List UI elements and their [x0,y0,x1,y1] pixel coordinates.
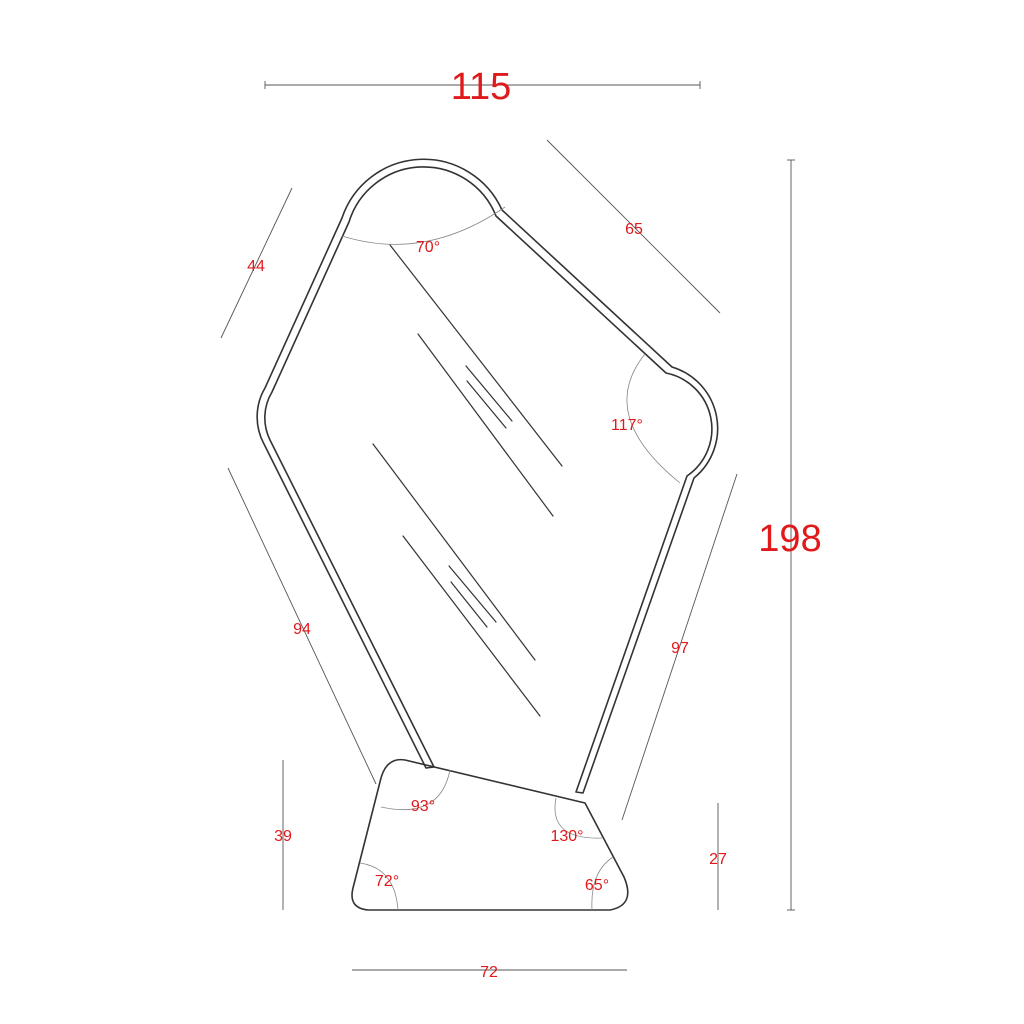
top-right-edge-label: 65 [625,221,643,238]
angle-arc-base-bottom-right [591,856,614,911]
reflection-line [465,365,513,422]
angle-base-top-left-label: 93° [411,798,435,815]
dimension-lines [220,81,795,971]
right-side-line [621,473,738,821]
angle-base-bottom-right-label: 65° [585,877,609,894]
angle-arcs [341,206,681,911]
base-right-height-label: 27 [709,851,727,868]
angle-arc-top [341,206,506,245]
overall-height-label: 198 [758,518,821,560]
reflection-line [448,565,497,623]
top-left-edge-line [220,187,293,339]
angle-arc-base-top-left [380,769,451,811]
angle-arc-base-top-right [554,797,603,839]
angle-arc-base-bottom-left [359,862,399,911]
reflection-line [450,581,488,628]
angle-top-label: 70° [416,239,440,256]
angle-arc-right [626,353,681,484]
right-side-label: 97 [671,640,689,657]
reflection-line [372,443,536,661]
reflection-line [466,380,507,429]
reflection-line [417,333,554,517]
reflection-line [389,244,563,467]
mirror-frame [256,158,719,794]
dimension-labels: 115 198 44 65 94 97 39 27 72 [247,66,822,981]
mirror-base [351,758,629,911]
left-side-label: 94 [293,621,311,638]
mirror-base-outline [351,758,629,911]
glass-reflections [372,244,563,717]
angle-base-bottom-left-label: 72° [375,873,399,890]
base-width-label: 72 [480,964,498,981]
angle-right-label: 117° [611,417,643,434]
angle-base-top-right-label: 130° [550,828,583,845]
reflection-line [402,535,541,717]
top-right-edge-line [546,139,721,314]
base-left-height-label: 39 [274,828,292,845]
top-left-edge-label: 44 [247,258,265,275]
mirror-frame-outer [256,158,719,794]
left-side-line [227,467,377,785]
overall-width-label: 115 [451,66,512,108]
angle-labels: 70° 117° 93° 130° 72° 65° [375,239,643,894]
